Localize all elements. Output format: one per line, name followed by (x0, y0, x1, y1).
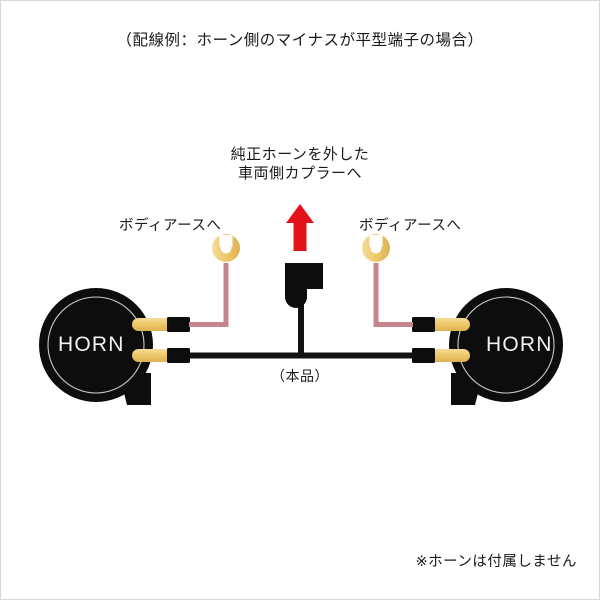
horn-right-terminal-lower (429, 349, 470, 362)
ground-label-left: ボディアースへ (119, 218, 222, 234)
horn-left-terminal-lower (132, 349, 173, 362)
horn-left-terminal-upper (132, 318, 173, 331)
horn-left-label: HORN (58, 333, 125, 356)
horn-left-terminals (132, 318, 173, 362)
horn-left (39, 288, 153, 405)
horn-right-body (449, 288, 563, 402)
fork-terminal-left (212, 234, 240, 262)
horn-left-connectors (167, 317, 190, 363)
horn-right-connectors (412, 317, 435, 363)
horn-right-terminal-upper (429, 318, 470, 331)
connector-right-upper (412, 317, 435, 332)
horn-right-ring (457, 296, 555, 394)
wire-ground-right (373, 263, 413, 327)
connector-left-upper (167, 317, 190, 332)
horn-right-terminals (429, 318, 470, 362)
horn-left-ring (47, 296, 145, 394)
horn-left-body (39, 288, 153, 402)
vehicle-coupler (285, 263, 323, 308)
fork-terminal-right (362, 234, 390, 262)
coupler-callout-line1: 純正ホーンを外した (230, 146, 370, 163)
horn-right-label: HORN (486, 333, 553, 356)
horn-right (449, 288, 563, 405)
arrow-up-icon (286, 204, 314, 251)
coupler-callout: 純正ホーンを外した 車両側カプラーへ (231, 145, 370, 183)
connector-left-lower (167, 348, 190, 363)
connector-right-lower (412, 348, 435, 363)
product-label: （本品） (271, 368, 329, 384)
page-title: （配線例：ホーン側のマイナスが平型端子の場合） (116, 32, 484, 49)
wire-ground-left (189, 263, 229, 327)
ground-label-right: ボディアースへ (359, 218, 462, 234)
coupler-callout-line2: 車両側カプラーへ (237, 165, 363, 183)
footnote-label: ※ホーンは付属しません (415, 554, 577, 570)
